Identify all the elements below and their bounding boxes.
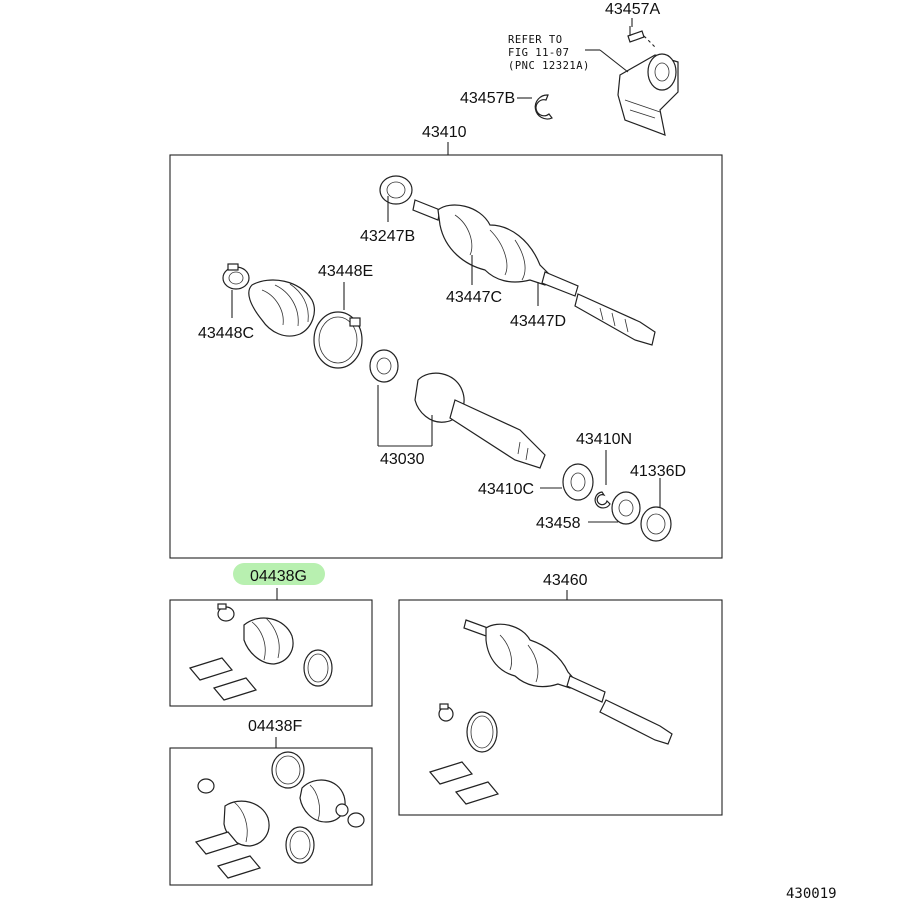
drive-shaft-43460 bbox=[463, 619, 673, 745]
kit-box-04438G bbox=[169, 599, 373, 707]
label-43030: 43030 bbox=[380, 451, 425, 468]
seal-41336D bbox=[640, 506, 672, 542]
kit-04438F-parts bbox=[194, 751, 365, 879]
label-43460: 43460 bbox=[543, 572, 588, 589]
note-line-1: REFER TO bbox=[508, 34, 563, 46]
kit-04438G-parts bbox=[188, 603, 333, 701]
seal-43247B bbox=[379, 175, 413, 205]
label-43457A: 43457A bbox=[605, 1, 660, 18]
bearing-43410C bbox=[562, 463, 594, 501]
label-43247B: 43247B bbox=[360, 228, 415, 245]
bearing-43458 bbox=[611, 491, 641, 525]
label-43410C: 43410C bbox=[478, 481, 534, 498]
label-41336D: 41336D bbox=[630, 463, 686, 480]
label-43447D: 43447D bbox=[510, 313, 566, 330]
snap-ring-43410N bbox=[594, 491, 611, 509]
outer-drive-shaft bbox=[412, 199, 656, 346]
label-43447C: 43447C bbox=[446, 289, 502, 306]
inner-joint-43030 bbox=[369, 349, 546, 469]
cv-boot bbox=[248, 279, 315, 337]
kit-box-04438F bbox=[169, 747, 373, 886]
label-04438G[interactable]: 04438G bbox=[250, 568, 307, 585]
label-43448E: 43448E bbox=[318, 263, 373, 280]
clamp-43448C bbox=[222, 263, 250, 290]
label-43458: 43458 bbox=[536, 515, 581, 532]
label-43410N: 43410N bbox=[576, 431, 632, 448]
bolt-43457A bbox=[627, 26, 657, 49]
note-line-2: FIG 11-07 bbox=[508, 47, 569, 59]
label-43448C: 43448C bbox=[198, 325, 254, 342]
assembly-box-43410 bbox=[169, 154, 723, 559]
kit-43460-parts bbox=[428, 703, 500, 805]
note-line-3: (PNC 12321A) bbox=[508, 60, 590, 72]
label-04438F: 04438F bbox=[248, 718, 302, 735]
assembly-box-43460 bbox=[398, 599, 723, 816]
clamp-43448E bbox=[313, 311, 363, 369]
bearing-bracket bbox=[617, 53, 679, 136]
label-43457B: 43457B bbox=[460, 90, 515, 107]
label-43410: 43410 bbox=[422, 124, 467, 141]
highlight-04438G bbox=[233, 563, 325, 585]
snap-ring-43457B bbox=[534, 94, 553, 120]
figure-number: 430019 bbox=[786, 886, 837, 900]
